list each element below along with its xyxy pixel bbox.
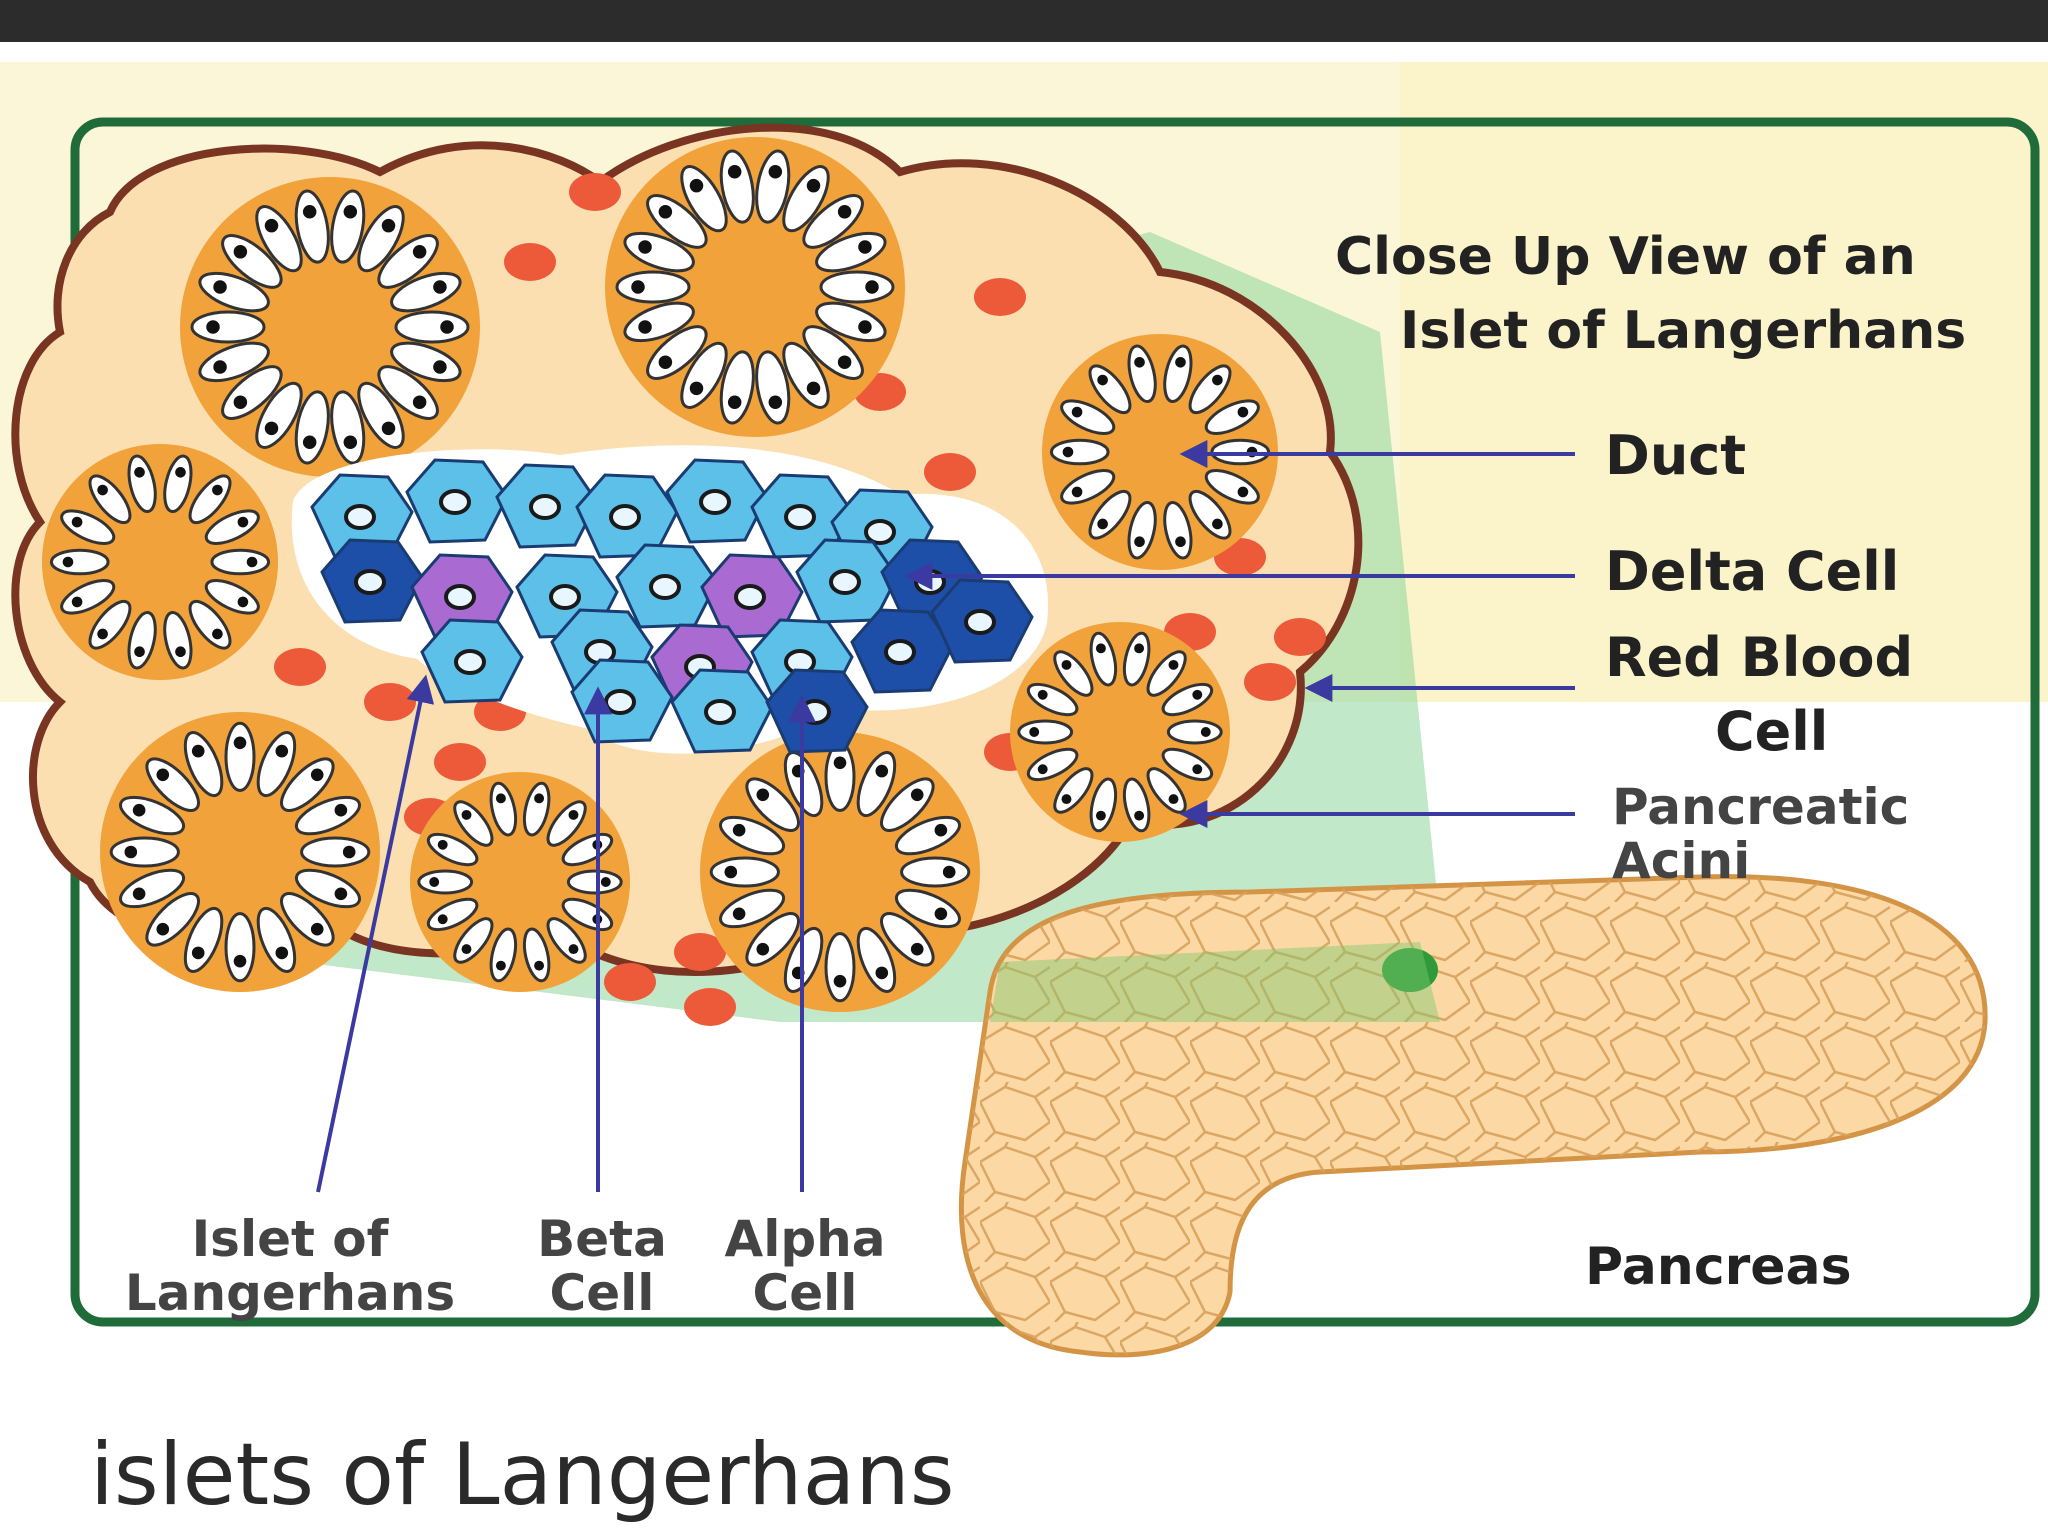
red-blood-cell <box>504 243 556 281</box>
alpha-cell <box>320 538 424 624</box>
beta-label-1: Beta <box>537 1210 667 1268</box>
label-panel <box>1400 62 2048 702</box>
acinus <box>410 772 630 992</box>
red-blood-cell <box>674 933 726 971</box>
red-blood-cell <box>974 278 1026 316</box>
diagram-labels: Close Up View of an Islet of Langerhans … <box>125 227 1966 1322</box>
alpha-cell <box>850 608 954 694</box>
islet-arrow <box>316 674 435 1193</box>
beta-label-2: Cell <box>550 1264 655 1322</box>
red-blood-cell <box>1274 618 1326 656</box>
red-blood-cell <box>1244 663 1296 701</box>
title-line-2: Islet of Langerhans <box>1400 301 1966 361</box>
red-blood-cell <box>434 743 486 781</box>
islet-of-langerhans <box>291 445 1049 754</box>
beta-cell <box>310 473 414 559</box>
pancreas-label: Pancreas <box>1585 1237 1852 1297</box>
red-blood-cell <box>274 648 326 686</box>
duct-label: Duct <box>1605 424 1746 487</box>
red-blood-cell <box>364 683 416 721</box>
red-blood-cell <box>604 963 656 1001</box>
red-blood-cell <box>924 453 976 491</box>
diagram-canvas: Close Up View of an Islet of Langerhans … <box>0 62 2048 1380</box>
alpha-label-2: Cell <box>753 1264 858 1322</box>
islet-diagram-figure: Close Up View of an Islet of Langerhans … <box>0 62 2048 1380</box>
acinus <box>42 444 278 680</box>
top-banner <box>0 0 2048 42</box>
islet-label-2: Langerhans <box>125 1264 455 1322</box>
red-blood-cell <box>684 988 736 1026</box>
red-blood-cell <box>569 173 621 211</box>
title-line-1: Close Up View of an <box>1335 227 1916 287</box>
alpha-label-1: Alpha <box>725 1210 886 1268</box>
acinus <box>180 177 480 477</box>
acinus <box>605 137 905 437</box>
delta-cell <box>700 553 804 639</box>
delta-cell-label: Delta Cell <box>1605 540 1899 603</box>
red-blood-label-1: Red Blood <box>1605 626 1913 689</box>
caption: islets of Langerhans <box>90 1425 955 1525</box>
acinus <box>1042 334 1278 570</box>
islet-label-1: Islet of <box>192 1210 390 1268</box>
acinus <box>1010 622 1230 842</box>
acinus <box>700 732 980 1012</box>
pancreas-organ <box>958 874 1988 1358</box>
acini-label-2: Acini <box>1612 832 1750 890</box>
acinus <box>100 712 380 992</box>
acini-label-1: Pancreatic <box>1612 778 1909 836</box>
pancreatic-acini <box>42 137 1278 1012</box>
pointer-arrows <box>316 440 1575 1193</box>
beta-cell <box>665 458 769 544</box>
islet-location-marker <box>1382 948 1438 992</box>
alpha-cell <box>930 578 1034 664</box>
red-blood-label-2: Cell <box>1715 700 1828 763</box>
beta-cell <box>420 618 524 704</box>
